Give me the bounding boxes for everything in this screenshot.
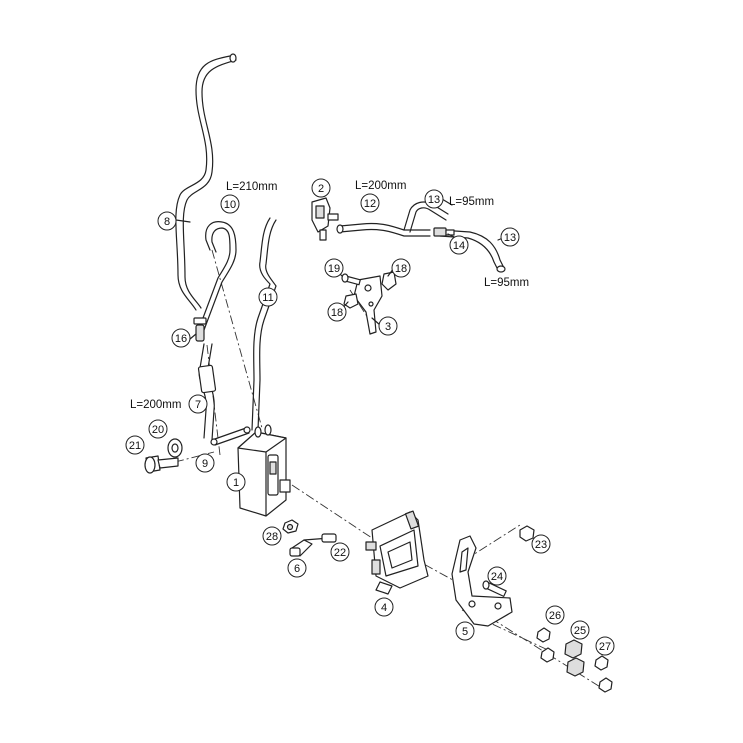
callout-10: 10 (220, 194, 240, 214)
assembly-line-5-to-27 (461, 599, 606, 691)
part-19-bolt (341, 273, 361, 286)
hose-8 (175, 53, 237, 311)
assembly-line-5-to-26 (461, 609, 549, 651)
part-23-nut (519, 525, 535, 542)
callout-label: 6 (294, 563, 300, 575)
hose-12 (336, 222, 431, 237)
callout-2: 2 (311, 178, 331, 198)
part-5-plate (451, 535, 513, 627)
callout-12: 12 (360, 193, 380, 213)
callout-3: 3 (378, 316, 398, 336)
callout-label: 2 (318, 183, 324, 195)
part-24-stud (482, 580, 507, 597)
callout-label: 1 (233, 477, 239, 489)
part-16-connector (193, 317, 207, 342)
callout-21: 21 (125, 435, 145, 455)
length-label-10: L=210mm (226, 181, 277, 193)
hose-10 (199, 221, 237, 331)
callout-13-right: 13 (500, 227, 520, 247)
callout-label: 25 (574, 625, 586, 637)
callout-6: 6 (287, 558, 307, 578)
callout-label: 24 (491, 571, 503, 583)
callout-label: 20 (152, 424, 164, 436)
callout-label: 3 (385, 321, 391, 333)
length-label-13-lower: L=95mm (484, 277, 529, 289)
part-28-nut (282, 519, 299, 534)
part-1-canister (237, 424, 291, 517)
callout-label: 12 (364, 198, 376, 210)
callout-16: 16 (171, 328, 191, 348)
part-3-bracket (353, 275, 383, 335)
callout-label: 23 (535, 539, 547, 551)
callout-9: 9 (195, 453, 215, 473)
callout-22: 22 (330, 542, 350, 562)
callout-18-lower: 18 (327, 302, 347, 322)
part-25-nuts (564, 639, 585, 677)
callout-label: 28 (266, 531, 278, 543)
length-label-12: L=200mm (355, 180, 406, 192)
hose-11 (251, 217, 277, 431)
part-9-strap (210, 426, 251, 446)
hose-13-right (439, 229, 506, 273)
callout-1: 1 (226, 472, 246, 492)
callout-5: 5 (455, 621, 475, 641)
callout-label: 27 (599, 641, 611, 653)
callout-label: 11 (262, 292, 273, 304)
callout-7: 7 (188, 394, 208, 414)
callout-25: 25 (570, 620, 590, 640)
callout-24: 24 (487, 566, 507, 586)
callout-14: 14 (449, 235, 469, 255)
callout-13-upper: 13 (424, 189, 444, 209)
callout-label: 8 (164, 216, 170, 228)
callout-28: 28 (262, 526, 282, 546)
callout-label: 13 (428, 194, 440, 206)
callout-20: 20 (148, 419, 168, 439)
assembly-line-21-to-9 (174, 451, 215, 463)
callout-26: 26 (545, 605, 565, 625)
callout-8: 8 (157, 211, 177, 231)
callout-4: 4 (374, 597, 394, 617)
length-label-13-upper: L=95mm (449, 196, 494, 208)
callout-label: 5 (462, 626, 468, 638)
part-20-washer (167, 438, 183, 458)
part-6-elbow (289, 539, 313, 557)
part-18-clip-upper (381, 271, 397, 291)
callout-27: 27 (595, 636, 615, 656)
callout-label: 4 (381, 602, 387, 614)
assembly-line-5-to-23 (464, 524, 521, 561)
part-26-nuts (536, 627, 555, 663)
callout-label: 22 (334, 547, 346, 559)
part-27-bolts (594, 655, 613, 693)
callout-label: 26 (549, 610, 561, 622)
part-4-bracket (365, 510, 429, 595)
callout-18-upper: 18 (391, 258, 411, 278)
callout-label: 14 (453, 240, 465, 252)
callout-label: 10 (224, 199, 236, 211)
part-2-valve (311, 197, 339, 241)
callout-label: 16 (175, 333, 187, 345)
callout-11: 11 (258, 287, 278, 307)
callout-label: 18 (331, 307, 343, 319)
length-label-7: L=200mm (130, 399, 181, 411)
part-22-hose-piece (303, 533, 337, 543)
hose-7 (197, 343, 217, 441)
part-14-fitting (433, 227, 455, 237)
callout-label: 9 (202, 458, 208, 470)
callout-label: 7 (195, 399, 201, 411)
callout-label: 13 (504, 232, 516, 244)
part-21-bolt (144, 455, 179, 474)
assembly-line-1-to-4 (291, 484, 376, 541)
callout-23: 23 (531, 534, 551, 554)
callout-label: 18 (395, 263, 407, 275)
part-18-clip-lower (343, 293, 359, 309)
callout-label: 19 (328, 263, 340, 275)
callout-19: 19 (324, 258, 344, 278)
callout-label: 21 (129, 440, 141, 452)
